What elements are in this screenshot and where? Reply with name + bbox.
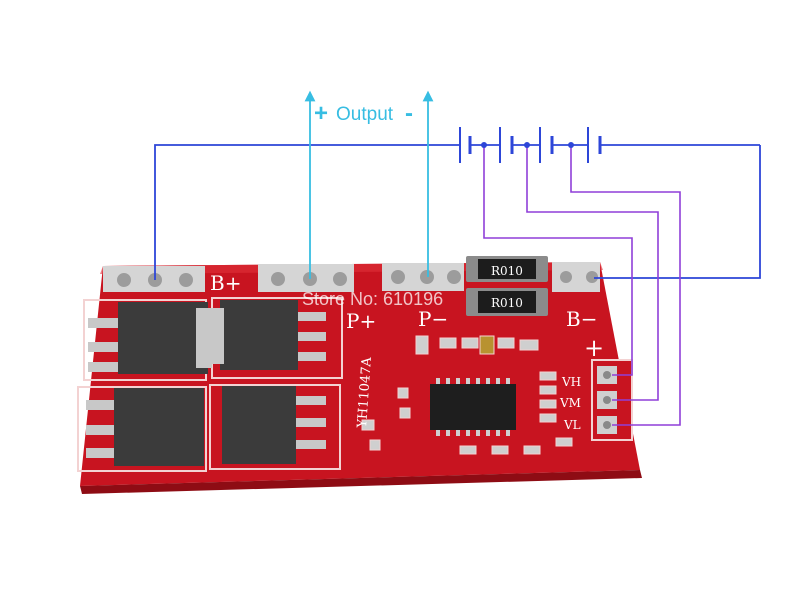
battery-cells	[459, 127, 602, 163]
label-plus-sign: +	[584, 334, 604, 362]
sense-label-vh: VH	[561, 375, 581, 389]
output-plus: +	[314, 100, 328, 127]
terminal-b-plus	[103, 266, 205, 292]
resistor-code-top: R010	[491, 264, 523, 278]
shunt-resistor-bottom	[466, 288, 548, 316]
output-minus: -	[405, 100, 413, 127]
output-wiring	[304, 90, 434, 279]
label-p-plus: P+	[346, 309, 376, 333]
sense-junctions	[481, 142, 574, 148]
label-p-minus: P−	[418, 307, 448, 331]
battery-wiring	[154, 144, 761, 280]
pcb-board: B+ P+ P− B− + R010 R010 YH11047A VH VM V…	[77, 256, 642, 494]
shunt-resistor-top	[466, 256, 548, 282]
sense-wiring	[483, 145, 681, 426]
output-label: Output	[336, 104, 394, 125]
smd-components	[361, 335, 573, 455]
label-b-plus: B+	[210, 271, 241, 295]
resistor-code-bottom: R010	[491, 296, 523, 310]
terminal-p-minus	[382, 263, 464, 291]
mosfet-top-right	[210, 300, 326, 370]
sense-label-vl: VL	[563, 418, 581, 432]
sense-label-vm: VM	[559, 396, 581, 410]
model-label: YH11047A	[355, 356, 375, 429]
mosfet-bottom-left	[86, 388, 204, 466]
label-b-minus: B−	[566, 307, 597, 331]
mosfet-top-left	[88, 302, 212, 374]
watermark: Store No: 610196	[302, 289, 443, 309]
protection-ic	[430, 378, 516, 436]
terminal-p-plus	[258, 264, 354, 292]
mosfet-bottom-right	[222, 386, 326, 464]
terminal-b-minus	[552, 262, 600, 292]
